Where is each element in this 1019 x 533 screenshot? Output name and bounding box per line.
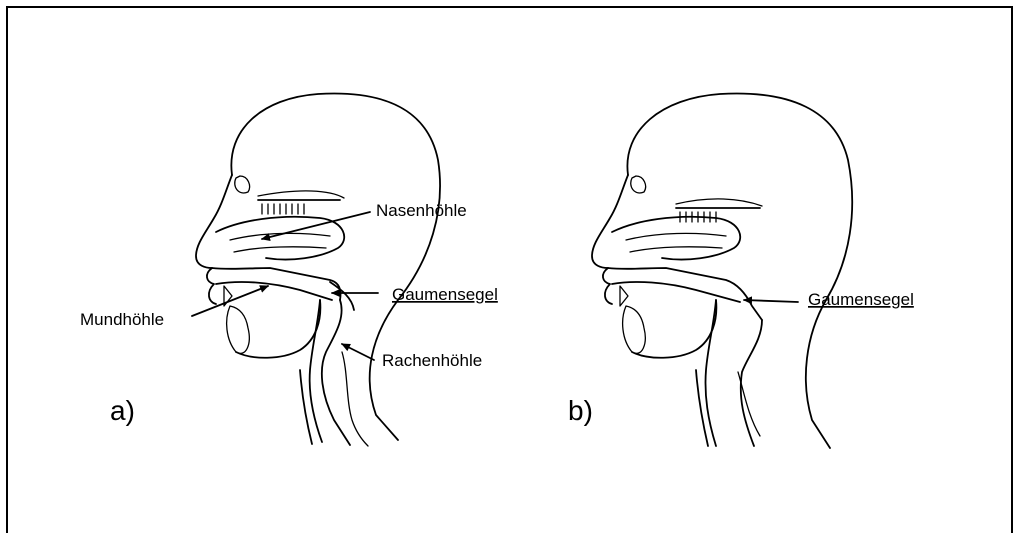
panel-a-label: a) [110, 395, 135, 426]
label-gaumensegel-a: Gaumensegel [392, 285, 498, 304]
head-cross-section-a [196, 94, 440, 446]
head-cross-section-b [592, 94, 852, 448]
arrow-mundhoehle [192, 286, 268, 316]
panel-b-label: b) [568, 395, 593, 426]
label-nasenhoehle: Nasenhöhle [376, 201, 467, 220]
arrow-gaumensegel-b [744, 300, 798, 302]
label-rachenhoehle: Rachenhöhle [382, 351, 482, 370]
label-mundhoehle: Mundhöhle [80, 310, 164, 329]
label-gaumensegel-b: Gaumensegel [808, 290, 914, 309]
arrow-rachenhoehle [342, 344, 374, 360]
